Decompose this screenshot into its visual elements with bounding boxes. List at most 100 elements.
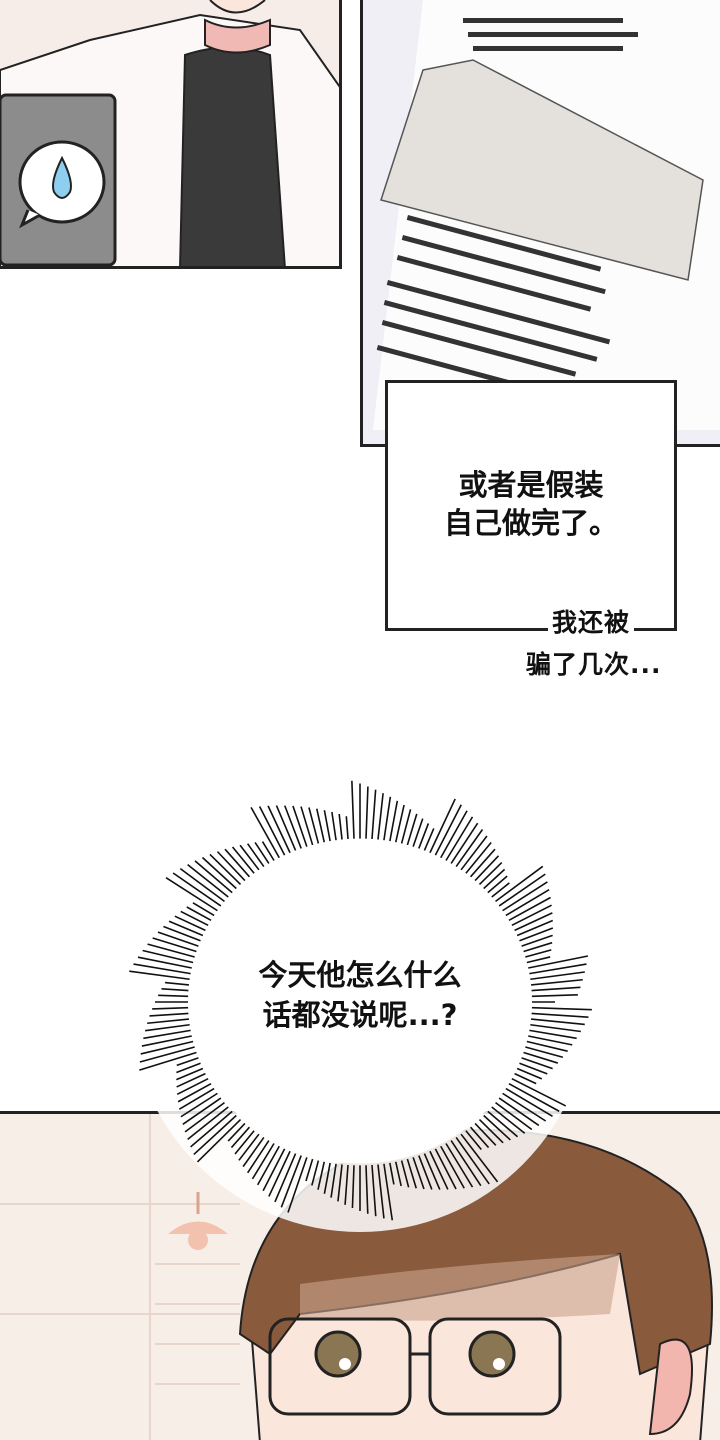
burst-spike [176,1072,206,1088]
eyes [314,1330,516,1378]
burst-spike [528,955,589,969]
burst-spike [182,1097,222,1125]
thought-text: 今天他怎么什么 话都没说呢...? [190,955,530,1035]
burst-spike [164,981,190,986]
burst-spike [308,807,320,844]
burst-spike [434,1148,457,1190]
burst-spike [525,1046,564,1059]
burst-spike [514,912,553,932]
burst-spike [275,805,297,851]
burst-spike [516,919,554,937]
burst-spike [137,956,192,969]
document-illustration [363,0,720,444]
burst-spike [338,813,343,840]
burst-spike [139,1046,195,1063]
burst-spike [163,925,201,942]
burst-spike [351,780,355,839]
narration-line-1: 我还被 [548,603,635,639]
burst-spike [526,1040,568,1052]
burst-spike [434,804,462,856]
burst-spike [250,807,280,859]
glasses-icon [268,1317,562,1416]
burst-spike [478,1118,504,1144]
burst-spike [394,1161,402,1187]
burst-spike [351,1165,355,1209]
caption-box: 或者是假装 自己做完了。 [385,380,677,631]
caption-line-1: 或者是假装 [458,468,604,502]
burst-spike [495,1101,533,1131]
burst-spike [147,1018,190,1025]
burst-spike [192,902,215,917]
thought-burst [129,772,592,1232]
burst-spike [177,1082,212,1103]
burst-spike [176,1067,204,1081]
burst-spike [184,1101,225,1133]
burst-spike [511,1077,567,1107]
burst-spike [491,1106,526,1134]
burst-spike [231,846,255,874]
burst-spike [246,843,265,867]
burst-spike [158,994,189,998]
burst-spike [176,1062,201,1074]
burst-spike [251,1143,275,1180]
panel-character-shirt [0,0,342,269]
burst-spike [523,941,553,953]
burst-spike [239,844,260,871]
burst-spike [300,806,314,846]
burst-spike [323,810,331,842]
burst-spike [180,910,209,927]
burst-spike [165,877,218,912]
burst-spike [519,1062,548,1075]
burst-spike [168,920,204,937]
burst-spike [133,963,191,975]
burst-spike [256,1145,280,1186]
burst-spike [145,1023,190,1032]
burst-spike [487,875,508,894]
burst-spike [187,1106,229,1141]
burst-spike [190,1110,233,1148]
burst-spike [176,1057,199,1067]
burst-spike [216,851,246,882]
burst-spike [511,904,552,927]
burst-spike [521,1057,553,1070]
burst-spike [523,1051,559,1064]
burst-spike [450,822,479,864]
burst-spike [186,906,212,922]
burst-spike [344,1164,349,1205]
burst-spike [174,915,206,932]
burst-spike [330,1163,337,1198]
sweat-drop-bubble-icon [18,140,106,229]
burst-spike [176,1077,209,1096]
burst-spike [508,896,551,922]
burst-spike [180,1092,218,1118]
burst-spike [505,1087,553,1117]
burst-spike [483,868,506,890]
burst-spike [429,798,456,854]
burst-spike [246,1140,270,1174]
burst-spike [406,813,418,846]
burst-spike [230,1126,251,1149]
burst-spike [323,1162,331,1194]
thought-line-1: 今天他怎么什么 [258,958,462,992]
burst-spike [262,1148,286,1192]
burst-spike [495,865,544,903]
burst-spike [371,1164,377,1217]
burst-spike [465,842,492,874]
burst-spike [530,1023,581,1033]
burst-spike [242,1137,265,1168]
burst-spike [194,860,233,894]
burst-spike [521,934,553,947]
burst-spike [440,810,468,859]
burst-spike [469,848,496,878]
burst-spike [465,1130,482,1150]
thought-line-2: 话都没说呢...? [262,998,458,1032]
burst-spike [498,1097,540,1127]
burst-spike [531,986,581,992]
burst-spike [187,863,229,898]
burst-spike [440,1145,465,1189]
burst-spike [383,1163,394,1221]
burst-spike [519,927,554,942]
burst-spike [315,808,326,843]
burst-spike [178,1087,215,1110]
burst-spike [418,823,430,849]
